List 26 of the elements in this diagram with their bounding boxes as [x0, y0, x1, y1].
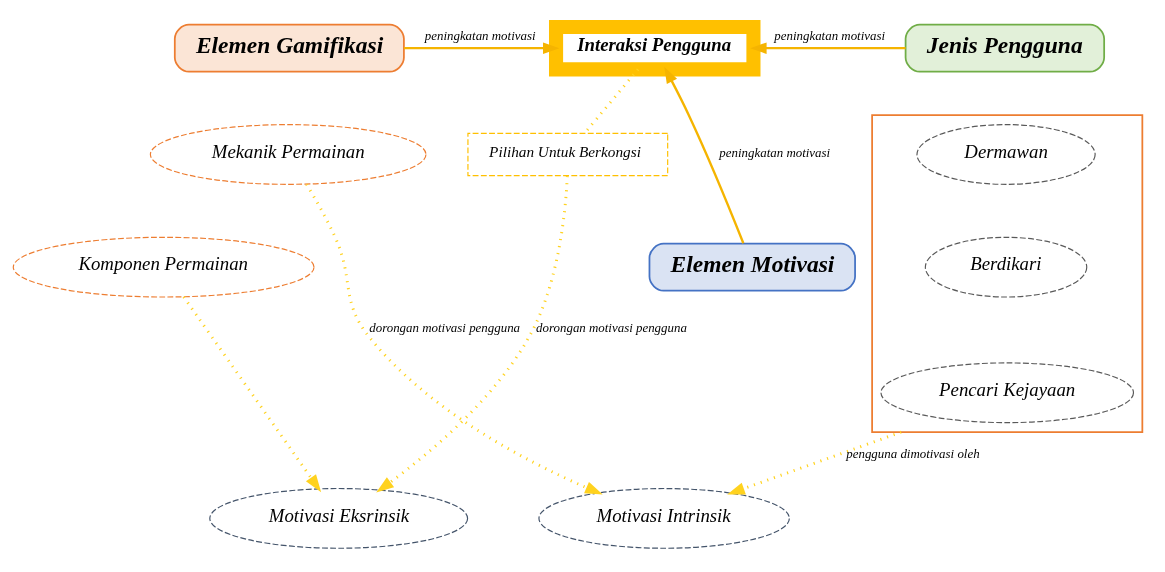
node-ellipse: Motivasi Eksrinsik: [209, 487, 469, 549]
node-ellipse: Berdikari: [924, 236, 1088, 298]
arrow: [305, 183, 603, 495]
node-box: Jenis Pengguna: [904, 23, 1106, 73]
arrow: [727, 430, 902, 495]
arrow: [750, 41, 906, 54]
edge-label: dorongan motivasi pengguna: [536, 319, 687, 335]
edge-label: peningkatan motivasi: [424, 27, 536, 43]
node-box: Elemen Motivasi: [648, 242, 856, 292]
arrow: [403, 41, 560, 54]
edge-label: dorongan motivasi pengguna: [369, 319, 521, 335]
edge-label: pengguna dimotivasi oleh: [846, 445, 980, 461]
node-box: Elemen Gamifikasi: [173, 23, 405, 73]
edge-label: peningkatan motivasi: [719, 144, 831, 160]
node-ellipse: Dermawan: [916, 123, 1096, 185]
arrow: [182, 295, 322, 492]
node-box: Interaksi Pengguna: [549, 19, 761, 76]
arrow: [664, 66, 745, 244]
edge-label: peningkatan motivasi: [774, 27, 886, 43]
arrow: [376, 175, 569, 493]
node-ellipse: Komponen Permainan: [12, 236, 315, 298]
node-ellipse: Pencari Kejayaan: [880, 361, 1135, 423]
node-box: Pilihan Untuk Berkongsi: [467, 132, 669, 176]
node-ellipse: Mekanik Permainan: [149, 123, 427, 185]
cluster: [871, 113, 1144, 433]
node-ellipse: Motivasi Intrinsik: [538, 487, 790, 549]
